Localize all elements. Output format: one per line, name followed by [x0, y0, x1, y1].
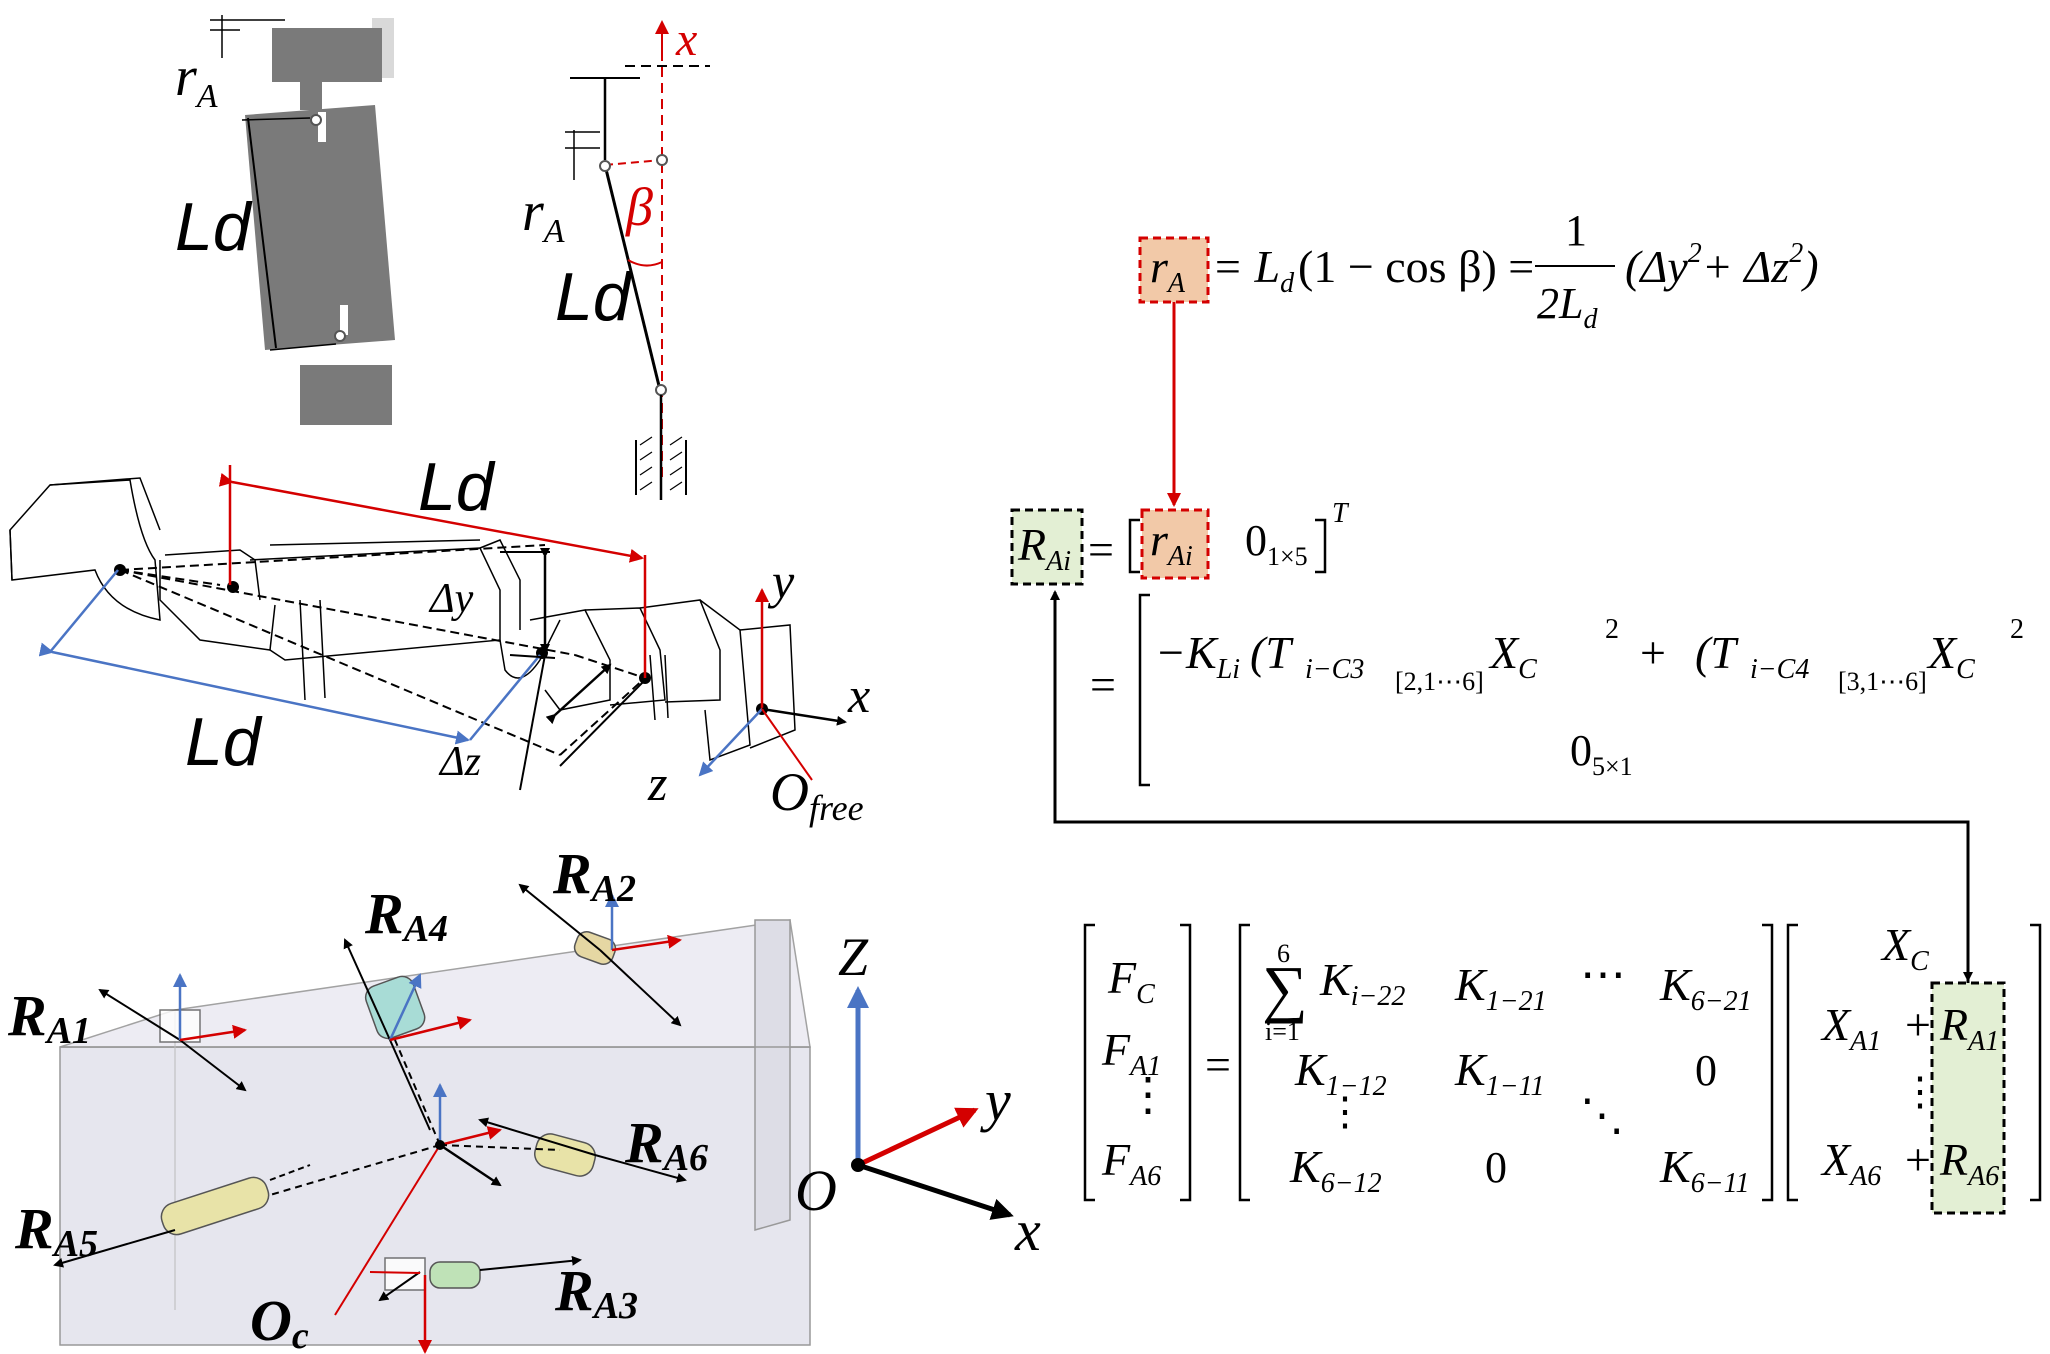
svg-text:XC: XC — [1926, 627, 1975, 685]
svg-text:K6−11: K6−11 — [1659, 1141, 1750, 1199]
equation-1: rA = Ld (1 − cos β) = 1 2Ld (Δy2+ Δz2) — [1138, 206, 1819, 335]
svg-text:0: 0 — [1485, 1143, 1507, 1192]
svg-text:+: + — [1905, 999, 1931, 1050]
beam-dimension-lines — [38, 465, 847, 791]
svg-text:Ki−22: Ki−22 — [1319, 954, 1405, 1012]
label-RA5: RA5 — [14, 1196, 98, 1265]
svg-text:=: = — [1205, 1039, 1231, 1090]
svg-text:XC: XC — [1880, 919, 1929, 977]
label-Oc: Oc — [250, 1288, 309, 1354]
svg-text:i=1: i=1 — [1265, 1017, 1300, 1046]
label-Ld-pendulum: Ld — [555, 259, 633, 335]
svg-text:⋮: ⋮ — [1900, 1069, 1940, 1114]
svg-text:rA: rA — [1150, 241, 1186, 299]
label-z-beam: z — [647, 755, 667, 811]
svg-text:(1 − cos β) =: (1 − cos β) = — [1298, 241, 1534, 292]
label-RA6: RA6 — [624, 1110, 708, 1179]
feedback-arrow — [1050, 590, 1973, 1000]
flexure-strip-illustration — [210, 15, 395, 425]
svg-text:FA6: FA6 — [1101, 1134, 1161, 1192]
svg-text:6: 6 — [1277, 939, 1290, 968]
label-delta-y: Δy — [428, 576, 474, 622]
label-RA2: RA2 — [552, 841, 636, 910]
svg-text:K6−21: K6−21 — [1659, 959, 1752, 1017]
label-rA-pendulum: rA — [522, 181, 565, 250]
svg-text:= Ld: = Ld — [1212, 241, 1295, 299]
svg-text:K1−11: K1−11 — [1454, 1044, 1545, 1102]
label-beta: β — [625, 177, 653, 237]
label-Ld-strip: Ld — [175, 189, 253, 265]
label-O-frame: O — [795, 1158, 837, 1223]
label-RA1: RA1 — [7, 983, 91, 1052]
svg-text:XA6: XA6 — [1820, 1134, 1881, 1192]
pendulum-schematic — [565, 20, 710, 500]
svg-text:i−C3: i−C3 — [1305, 654, 1364, 685]
svg-text:RA6: RA6 — [1939, 1134, 1999, 1192]
coordinate-frame — [847, 986, 1014, 1220]
svg-text:01×5: 01×5 — [1245, 516, 1308, 571]
label-delta-z: Δz — [438, 739, 481, 785]
spring-force-arrows — [53, 883, 687, 1354]
label-RA3: RA3 — [554, 1258, 638, 1327]
svg-text:−KLi: −KLi — [1155, 627, 1240, 685]
svg-text:=: = — [1090, 659, 1116, 710]
svg-text:(Δy2+ Δz2): (Δy2+ Δz2) — [1625, 238, 1819, 292]
platform-plate — [59, 919, 811, 1346]
svg-text:(T: (T — [1695, 627, 1739, 678]
equation-2: RAi = rAi 01×5 T = −KLi (T i−C3 [2,1⋯6] … — [1010, 498, 2024, 787]
svg-text:[2,1⋯6]: [2,1⋯6] — [1395, 667, 1484, 696]
label-O-free: Ofree — [770, 762, 864, 828]
svg-text:⋮: ⋮ — [1125, 1069, 1171, 1120]
svg-text:=: = — [1088, 524, 1114, 575]
svg-text:XA1: XA1 — [1820, 999, 1881, 1057]
svg-text:∑: ∑ — [1262, 953, 1308, 1024]
label-Ld-blue: Ld — [185, 704, 263, 780]
label-rA-top: rA — [175, 46, 218, 115]
label-y-frame: y — [980, 1068, 1011, 1133]
svg-text:T: T — [1332, 498, 1350, 529]
svg-text:2Ld: 2Ld — [1537, 279, 1598, 335]
svg-text:⋱: ⋱ — [1580, 1091, 1624, 1140]
svg-text:XC: XC — [1488, 627, 1537, 685]
svg-text:0: 0 — [1695, 1046, 1717, 1095]
svg-text:FC: FC — [1107, 952, 1155, 1010]
svg-text:+: + — [1640, 627, 1666, 678]
label-x-pendulum: x — [675, 13, 697, 66]
svg-text:RA1: RA1 — [1939, 999, 1999, 1057]
label-x-frame: x — [1014, 1198, 1041, 1263]
equation-3: FC FA1 ⋮ FA6 = 6 ∑ i=1 Ki−22 K1−21 ⋯ K6−… — [1083, 919, 2042, 1215]
svg-text:[3,1⋯6]: [3,1⋯6] — [1838, 667, 1927, 696]
svg-text:05×1: 05×1 — [1570, 726, 1633, 781]
flexure-beam-3d — [9, 477, 796, 762]
label-x-beam: x — [847, 667, 870, 723]
svg-text:rAi: rAi — [1150, 514, 1193, 572]
svg-text:(T: (T — [1250, 627, 1294, 678]
label-Z-frame: Z — [838, 927, 869, 987]
svg-text:⋯: ⋯ — [1580, 949, 1626, 1000]
svg-text:i−C4: i−C4 — [1750, 654, 1809, 685]
svg-text:FA1: FA1 — [1101, 1024, 1161, 1082]
svg-text:+: + — [1905, 1134, 1931, 1185]
svg-text:K1−21: K1−21 — [1454, 959, 1547, 1017]
label-y-beam: y — [767, 553, 795, 609]
svg-text:K1−12: K1−12 — [1294, 1044, 1387, 1102]
svg-text:RAi: RAi — [1017, 519, 1071, 577]
label-RA4: RA4 — [364, 881, 448, 950]
svg-text:1: 1 — [1565, 206, 1587, 255]
svg-text:⋮: ⋮ — [1325, 1089, 1365, 1134]
svg-text:2: 2 — [1605, 614, 1619, 645]
svg-text:K6−12: K6−12 — [1289, 1141, 1382, 1199]
svg-text:2: 2 — [2010, 614, 2024, 645]
label-Ld-red: Ld — [418, 449, 496, 525]
